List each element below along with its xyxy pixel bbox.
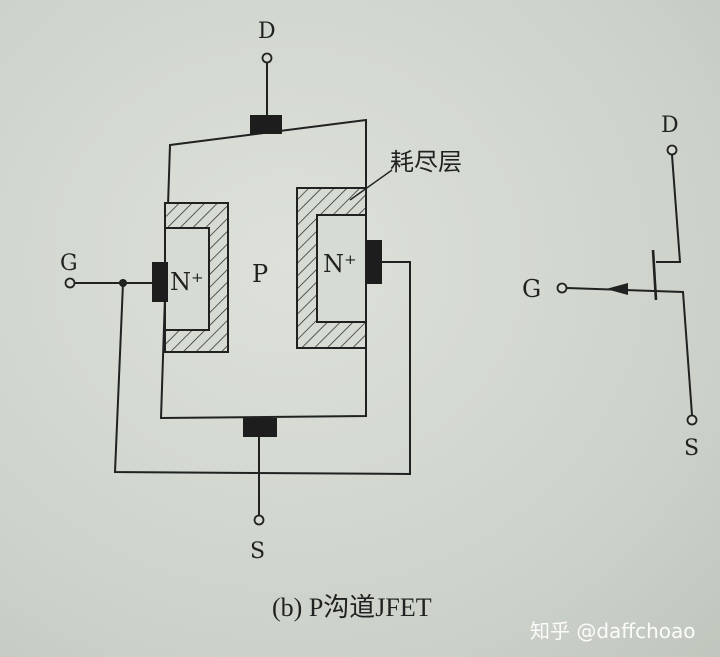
left-n-plus-label: N⁺: [170, 268, 204, 296]
source-label: S: [250, 539, 265, 564]
symbol-source-label: S: [684, 436, 699, 461]
symbol-drain-label: D: [661, 113, 679, 138]
right-gate-contact: [366, 240, 382, 284]
symbol-gate-label: G: [522, 275, 541, 303]
figure-caption: (b) P沟道JFET: [272, 593, 432, 622]
depletion-leader-line: [349, 169, 393, 201]
symbol-source-terminal: [686, 414, 698, 426]
drain-contact: [250, 115, 282, 134]
gate-arrow-icon: [606, 283, 628, 295]
source-terminal: [253, 514, 265, 526]
p-channel-label: P: [252, 260, 268, 288]
left-gate-contact: [152, 262, 168, 302]
symbol-gate-terminal: [556, 282, 568, 294]
gate-terminal: [64, 277, 76, 289]
gate-loop-wire: [113, 261, 411, 476]
symbol-drain-terminal: [666, 144, 678, 156]
watermark: 知乎 @daffchoao: [530, 619, 696, 643]
source-contact: [243, 418, 277, 437]
depletion-layer-label: 耗尽层: [390, 148, 462, 176]
drain-terminal: [261, 52, 273, 64]
gate-label: G: [60, 251, 78, 276]
jfet-symbol: D G S: [522, 113, 699, 461]
right-n-plus-label: N⁺: [323, 250, 357, 278]
drain-label: D: [258, 19, 276, 44]
